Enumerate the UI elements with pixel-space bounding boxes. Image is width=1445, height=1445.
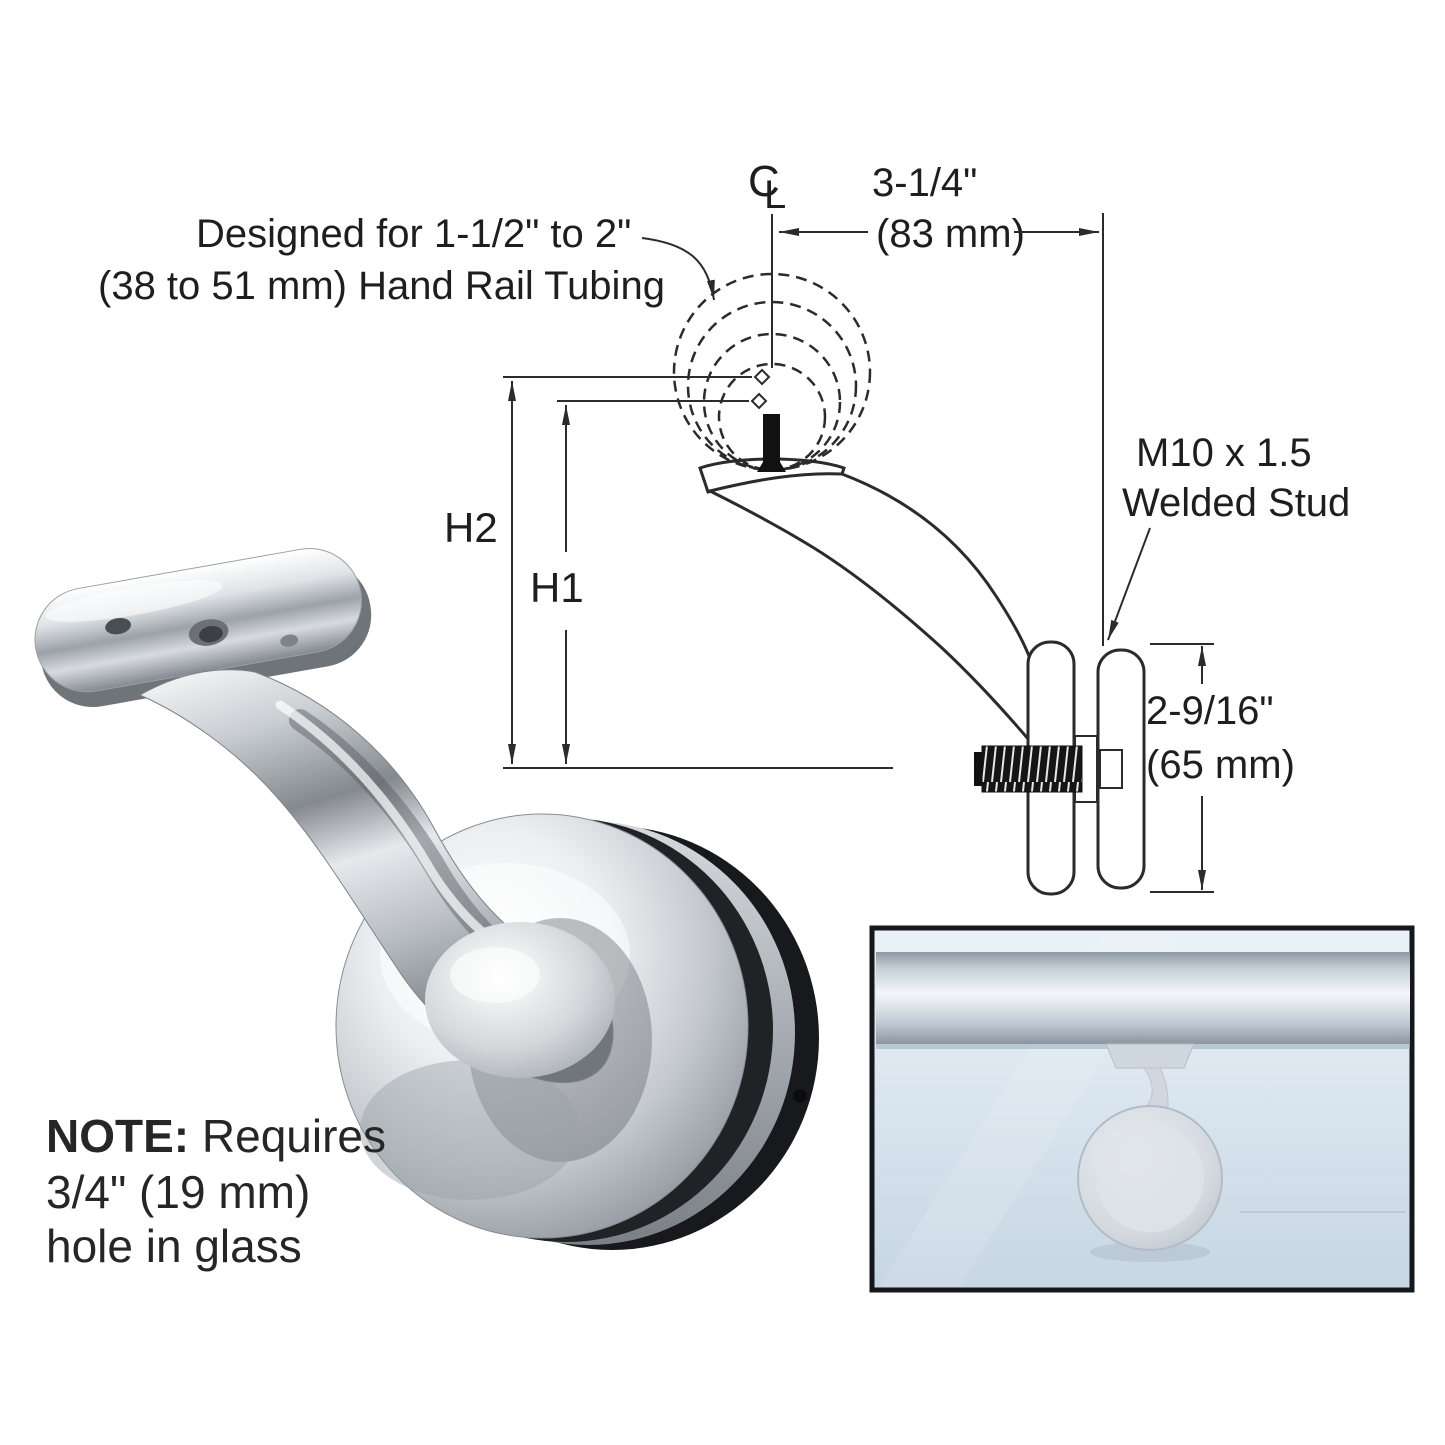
note-label: NOTE: bbox=[46, 1110, 189, 1162]
product-photo bbox=[34, 548, 819, 1250]
note-line1-rest: Requires bbox=[189, 1110, 386, 1162]
technical-drawing: C L 3-1/4" (83 mm) H2 H1 bbox=[98, 157, 1350, 896]
drawn-glass-clamp bbox=[974, 640, 1146, 896]
note-line3: hole in glass bbox=[46, 1220, 302, 1272]
tubing-callout-line1: Designed for 1-1/2" to 2" bbox=[196, 212, 631, 256]
centerline-c: C bbox=[748, 157, 780, 206]
dim-offset-mm: (83 mm) bbox=[876, 212, 1025, 256]
saddle-plate-photo bbox=[34, 548, 372, 708]
drawn-threaded-stud bbox=[981, 745, 1083, 793]
stud-callout-line1: M10 x 1.5 bbox=[1136, 431, 1312, 475]
dimension-offset: 3-1/4" (83 mm) bbox=[779, 161, 1104, 646]
dim-h2-label: H2 bbox=[444, 504, 498, 551]
dim-clamp-mm: (65 mm) bbox=[1146, 743, 1295, 787]
drawn-socket bbox=[1099, 749, 1123, 789]
inset-saddle bbox=[1105, 1043, 1195, 1069]
centerline-l: L bbox=[764, 173, 786, 217]
stud-callout-line2: Welded Stud bbox=[1122, 481, 1350, 525]
set-screw-hole bbox=[793, 1089, 807, 1103]
arm-hub bbox=[425, 922, 615, 1078]
installation-inset-photo bbox=[869, 925, 1415, 1293]
note-block: NOTE: Requires 3/4" (19 mm) hole in glas… bbox=[46, 1110, 386, 1272]
screw-hole bbox=[105, 617, 131, 635]
dimension-h1: H1 bbox=[530, 400, 749, 764]
saddle-screw-holes bbox=[750, 368, 771, 410]
stud-callout: M10 x 1.5 Welded Stud bbox=[1107, 431, 1350, 641]
dimension-clamp: 2-9/16" (65 mm) bbox=[1146, 643, 1295, 893]
note-line1: NOTE: Requires bbox=[46, 1110, 386, 1162]
dim-clamp-inches: 2-9/16" bbox=[1146, 689, 1274, 733]
dim-h1-label: H1 bbox=[530, 564, 584, 611]
tubing-callout-line2: (38 to 51 mm) Hand Rail Tubing bbox=[98, 264, 665, 308]
centerline-symbol: C L bbox=[748, 157, 786, 368]
dim-offset-inches: 3-1/4" bbox=[872, 161, 977, 205]
screw-hole bbox=[280, 634, 299, 647]
bracket-arm-photo bbox=[138, 669, 615, 1084]
inset-handrail-tube bbox=[876, 952, 1410, 1044]
dimension-h2: H2 bbox=[444, 376, 752, 764]
drawn-arm bbox=[705, 472, 1031, 745]
drawn-rail-stud bbox=[757, 414, 786, 472]
note-line2: 3/4" (19 mm) bbox=[46, 1166, 310, 1218]
tubing-callout: Designed for 1-1/2" to 2" (38 to 51 mm) … bbox=[98, 212, 715, 308]
